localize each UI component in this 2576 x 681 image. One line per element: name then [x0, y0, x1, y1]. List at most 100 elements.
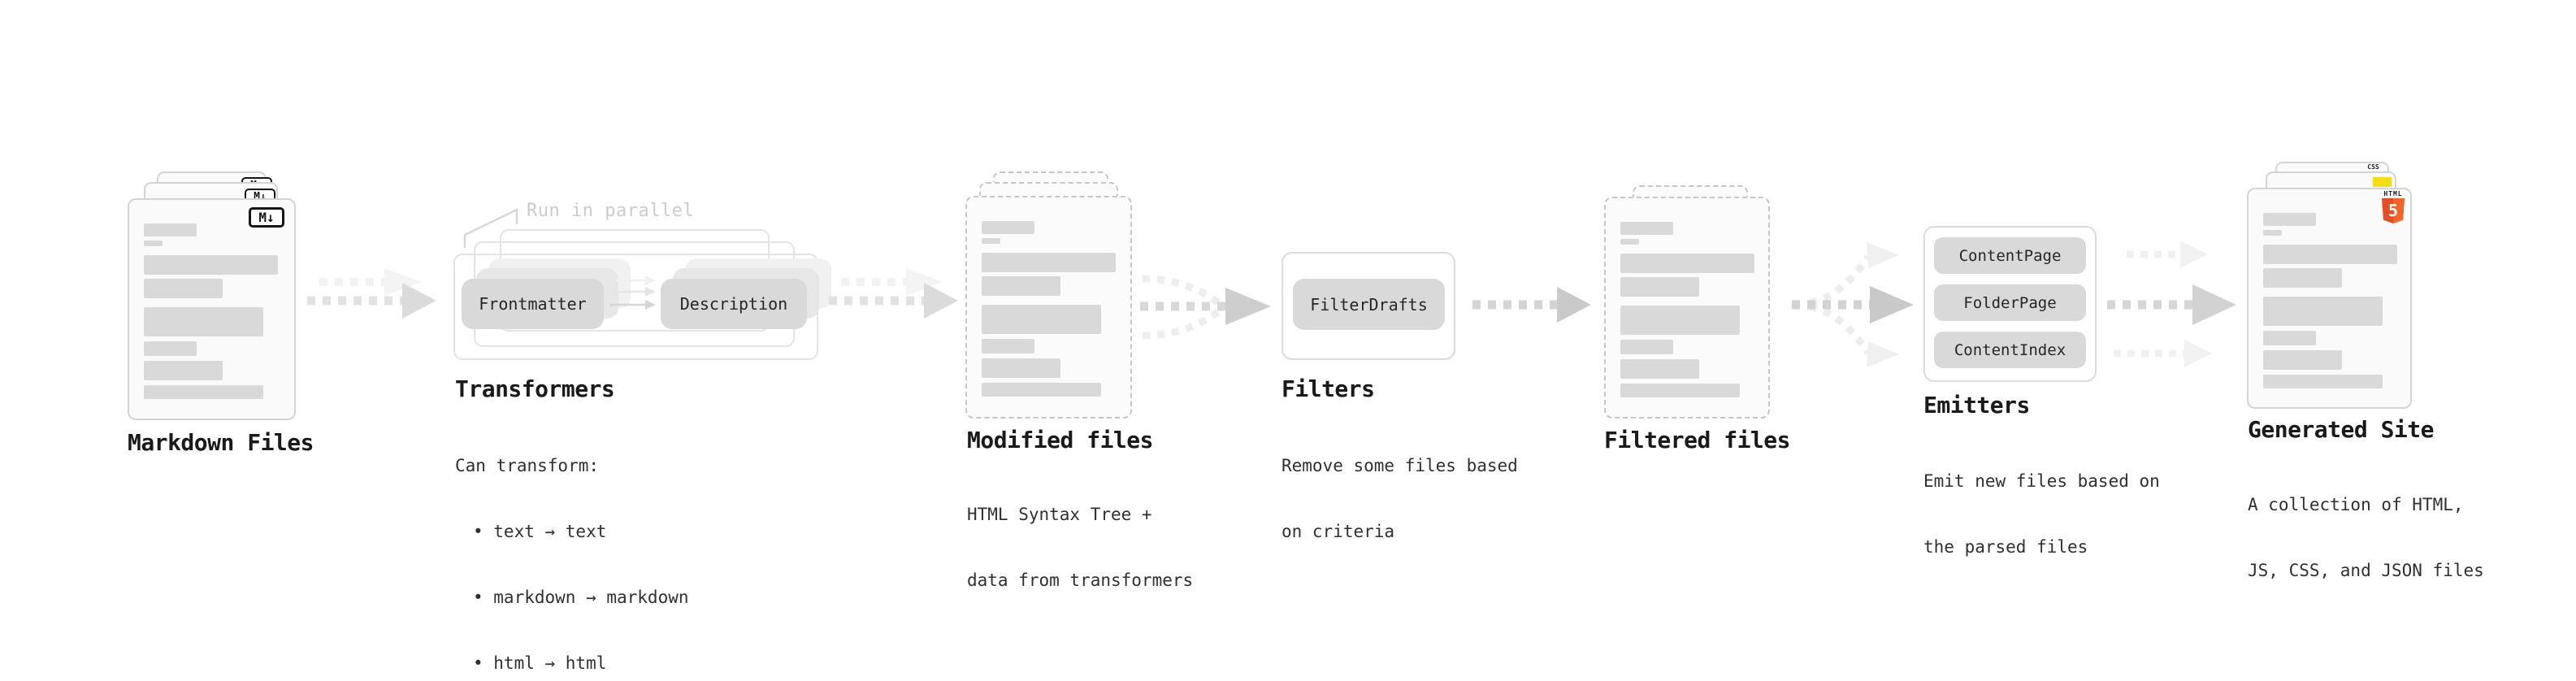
stage-sub-emitters: Emit new files based on the parsed files	[1923, 427, 2160, 602]
markdown-file-card	[128, 198, 296, 420]
arrowhead-top	[1867, 242, 1899, 268]
desc-line: JS, CSS, and JSON files	[2248, 561, 2484, 580]
arrowhead-ghost1	[645, 287, 656, 297]
leader-polyline	[463, 208, 518, 248]
fork-curve-bottom	[1809, 303, 1871, 355]
text-placeholder-bar	[982, 238, 1000, 244]
text-placeholder-bar	[144, 255, 278, 275]
desc-line: • text → text	[473, 522, 607, 541]
stage-title-markdown: Markdown Files	[128, 429, 314, 456]
chip-link-arrows	[609, 275, 656, 310]
run-in-parallel-note: Run in parallel	[527, 201, 695, 221]
html5-shield-highlight	[2393, 198, 2405, 223]
text-placeholder-bar	[982, 221, 1034, 234]
frontmatter-chip: Frontmatter	[462, 279, 604, 329]
text-placeholder-bar	[1620, 340, 1673, 354]
text-placeholder-bar	[2263, 230, 2282, 236]
arrowhead	[1870, 286, 1914, 323]
text-placeholder-bar	[2263, 331, 2316, 345]
text-placeholder-bar	[982, 253, 1116, 272]
text-placeholder-bar	[1620, 254, 1754, 273]
arrowhead-bottom	[1867, 341, 1899, 367]
desc-line: Can transform:	[455, 456, 600, 475]
text-placeholder-bar	[982, 383, 1101, 397]
text-placeholder-bar	[2263, 268, 2342, 288]
filtered-file-card	[1604, 197, 1770, 419]
desc-line: HTML Syntax Tree +	[967, 505, 1152, 524]
stage-title-transformers: Transformers	[455, 375, 615, 402]
desc-line: data from transformers	[967, 570, 1194, 590]
stage-title-filtered: Filtered files	[1604, 427, 1791, 453]
arrowhead	[1557, 287, 1591, 323]
contentpage-chip: ContentPage	[1934, 237, 2086, 274]
html-file-card	[2247, 188, 2412, 409]
html5-icon: HTML 5	[2379, 190, 2407, 223]
text-placeholder-bar	[982, 339, 1034, 354]
filterdrafts-chip: FilterDrafts	[1293, 279, 1445, 330]
css-icon-label: CSS	[2367, 163, 2379, 171]
text-placeholder-bar	[144, 385, 263, 399]
markdown-icon: M↓	[249, 207, 284, 228]
stage-title-modified: Modified files	[967, 427, 1154, 453]
text-placeholder-bar	[1620, 239, 1639, 245]
arrowhead-ghost	[384, 268, 422, 296]
stage-title-filters: Filters	[1281, 375, 1375, 402]
desc-line: A collection of HTML,	[2248, 495, 2464, 514]
note-leader-line	[463, 208, 518, 248]
merge-curve-top	[1142, 275, 1221, 306]
fork-curve-top	[1809, 254, 1871, 306]
flow-arrow	[829, 268, 958, 319]
stage-sub-filters: Remove some files based on criteria	[1281, 411, 1518, 587]
desc-line: Remove some files based	[1281, 456, 1518, 475]
html5-shield: 5	[2382, 198, 2405, 223]
arrowhead	[924, 283, 958, 319]
desc-line: the parsed files	[1923, 537, 2088, 557]
folderpage-chip: FolderPage	[1934, 284, 2086, 321]
stage-title-emitters: Emitters	[1923, 392, 2030, 419]
description-chip: Description	[661, 279, 807, 329]
triple-flow-arrow	[2107, 241, 2236, 367]
text-placeholder-bar	[1620, 359, 1699, 379]
stage-sub-transformers: Can transform: • text → text • markdown …	[455, 411, 689, 681]
arrowhead	[645, 300, 656, 310]
text-placeholder-bar	[2263, 213, 2316, 226]
fork-flow-arrow	[1792, 242, 1914, 367]
text-placeholder-bar	[1620, 277, 1699, 297]
desc-line: • markdown → markdown	[473, 588, 689, 607]
arrowhead-ghost	[906, 268, 943, 296]
arrowhead	[402, 283, 436, 319]
emitters-frame	[1923, 226, 2097, 382]
filters-frame	[1281, 252, 1455, 360]
text-placeholder-bar	[1620, 306, 1740, 335]
text-placeholder-bar	[144, 307, 263, 336]
text-placeholder-bar	[144, 241, 163, 246]
arrowhead	[1225, 288, 1271, 325]
arrowhead	[2192, 284, 2236, 325]
text-placeholder-bar	[2263, 375, 2383, 388]
desc-line: on criteria	[1281, 522, 1395, 541]
text-placeholder-bar	[144, 341, 197, 356]
merge-curve-bottom	[1142, 308, 1221, 340]
arrowhead-ghost2	[645, 275, 656, 285]
stage-sub-generated: A collection of HTML, JS, CSS, and JSON …	[2248, 450, 2484, 626]
merge-flow-arrow	[1140, 275, 1271, 340]
text-placeholder-bar	[144, 223, 197, 236]
html5-number: 5	[2387, 201, 2399, 220]
arrowhead-bottom	[2184, 340, 2212, 367]
arrowhead-top	[2180, 241, 2208, 268]
text-placeholder-bar	[144, 279, 223, 298]
flow-arrow	[307, 268, 436, 319]
text-placeholder-bar	[144, 361, 223, 380]
text-placeholder-bar	[2263, 245, 2397, 264]
text-placeholder-bar	[982, 276, 1060, 296]
stage-sub-modified: HTML Syntax Tree + data from transformer…	[967, 460, 1193, 635]
desc-line: • html → html	[473, 653, 607, 673]
text-placeholder-bar	[2263, 297, 2383, 326]
js-icon	[2373, 177, 2392, 187]
html5-icon-label: HTML	[2383, 190, 2403, 197]
desc-line: Emit new files based on	[1923, 471, 2160, 491]
flow-arrow	[1472, 287, 1591, 323]
contentindex-chip: ContentIndex	[1934, 332, 2086, 368]
text-placeholder-bar	[1620, 222, 1673, 235]
